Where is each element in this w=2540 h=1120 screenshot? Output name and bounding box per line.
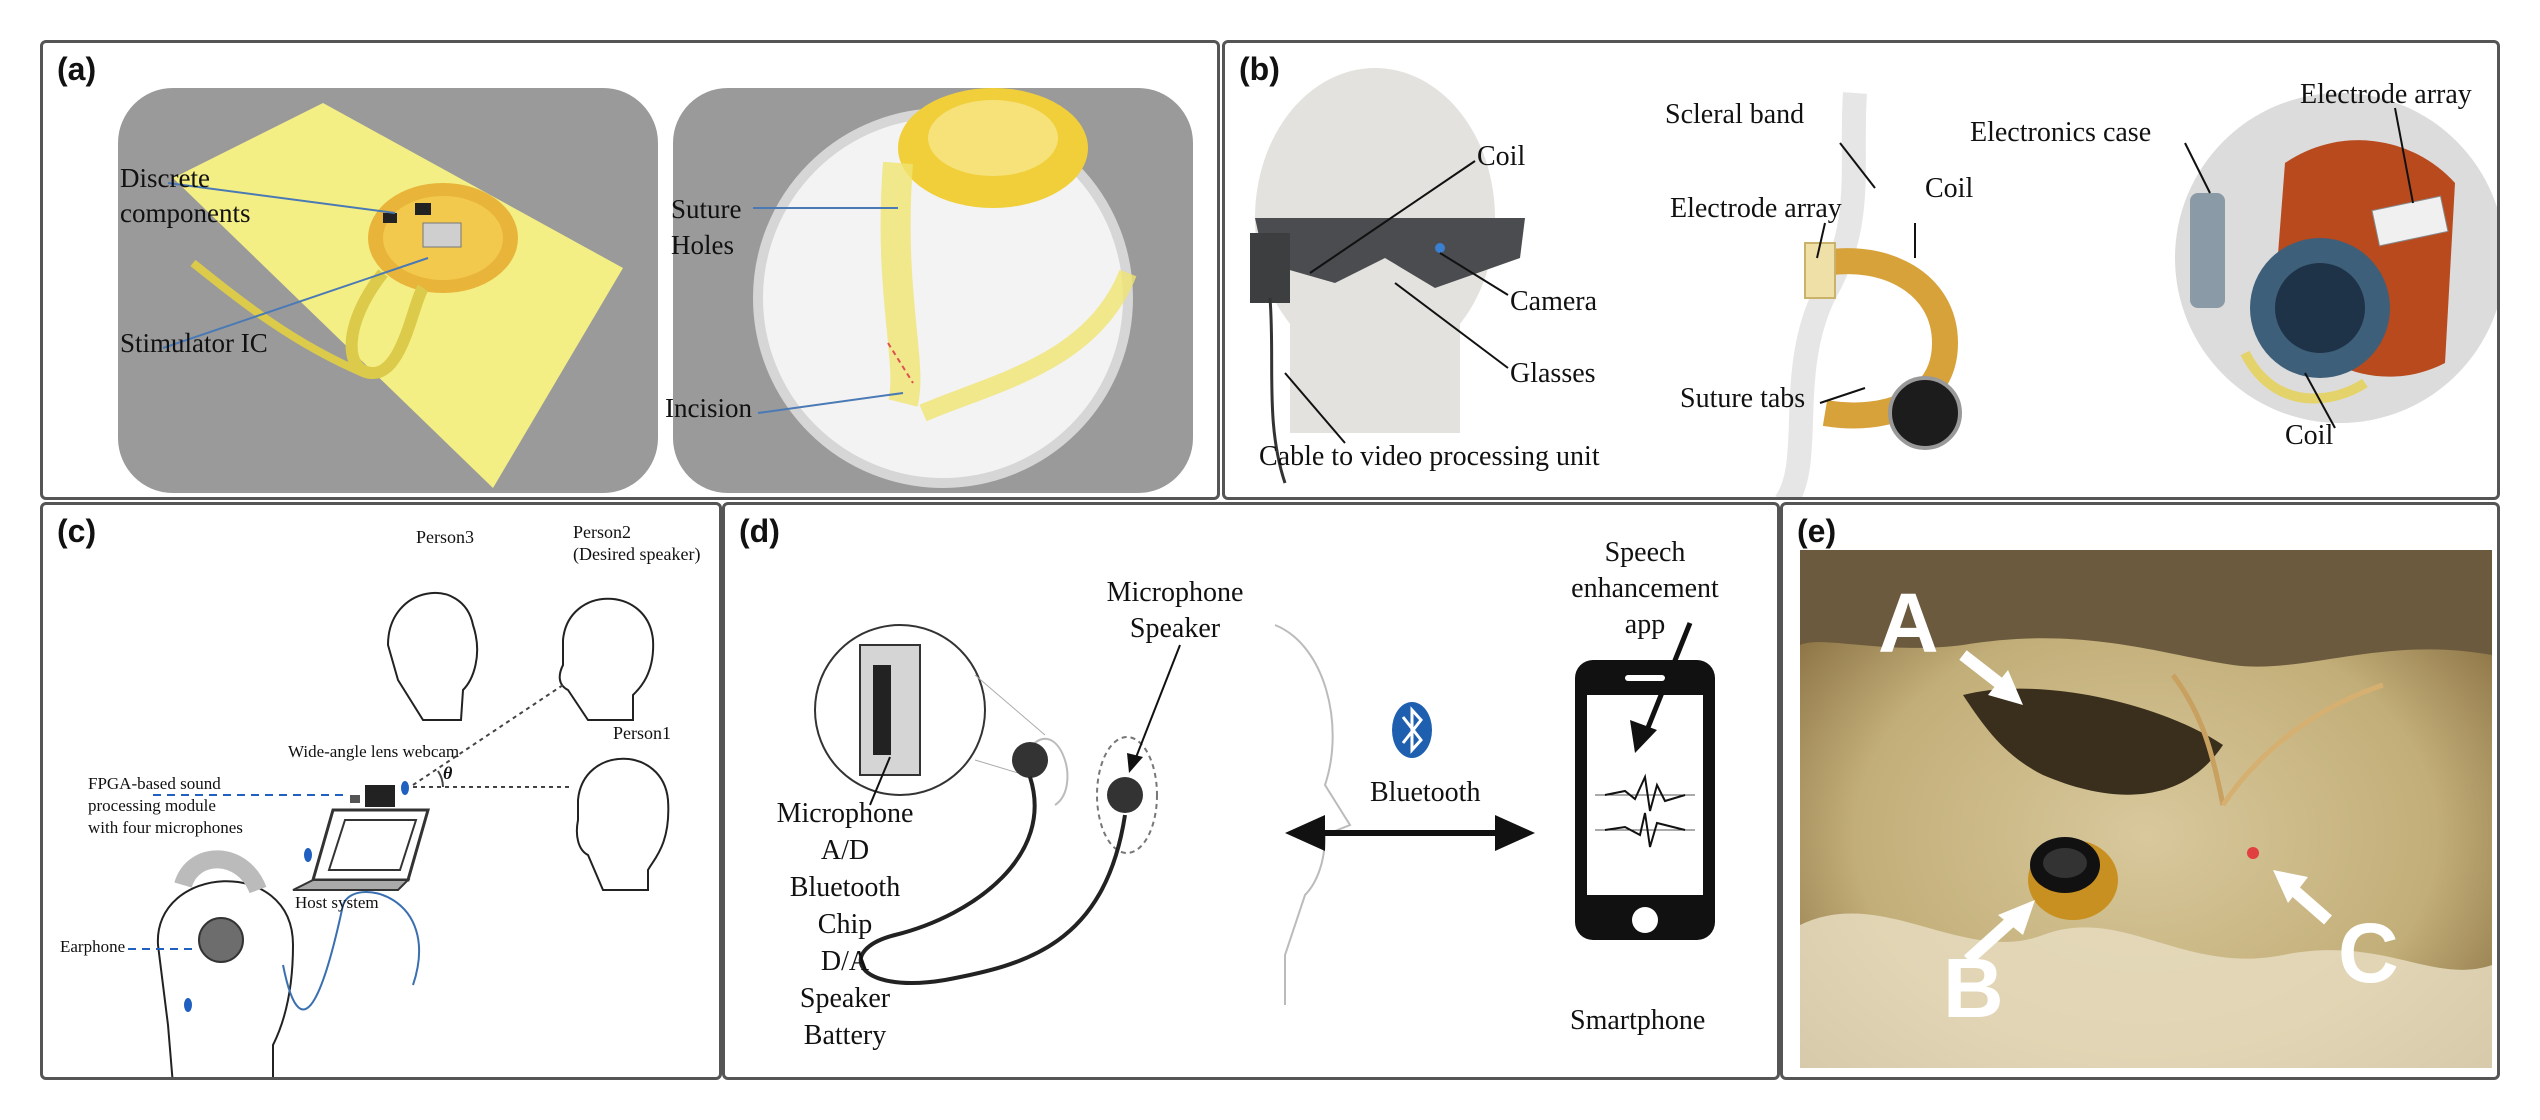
person1-head — [575, 757, 670, 891]
panel-c-label: (c) — [57, 513, 97, 549]
person2-head — [558, 597, 655, 721]
cable-label: Cable to video processing unit — [1259, 441, 1600, 472]
panel-a-illustration — [118, 88, 1193, 493]
mic-speaker-label: Microphone Speaker — [1106, 577, 1244, 644]
panel-c-illustration — [128, 591, 670, 1077]
glasses-label: Glasses — [1510, 358, 1596, 389]
smartphone-icon — [1575, 660, 1715, 940]
component-list: Microphone A/D Bluetooth Chip D/A Speake… — [776, 798, 914, 1051]
earphone-icon — [198, 917, 244, 963]
bluetooth-icon — [1392, 702, 1432, 758]
person3-head — [386, 591, 479, 721]
stimulator-ic-label: Stimulator IC — [120, 328, 268, 358]
glasses-icon — [1250, 218, 1525, 303]
incision-label: Incision — [665, 393, 752, 423]
electrode-array-right-label: Electrode array — [2300, 79, 2472, 110]
earphone-label: Earphone — [60, 937, 126, 956]
panel-e: (e) A B C — [1780, 502, 2500, 1080]
person2-label: Person2 (Desired speaker) — [573, 522, 701, 564]
marker-b: B — [1943, 941, 2004, 1035]
panel-e-label: (e) — [1797, 513, 1837, 549]
person1-label: Person1 — [613, 723, 671, 743]
earbud-right — [1107, 777, 1143, 813]
marker-c: C — [2338, 906, 2399, 1000]
suture-tabs-label: Suture tabs — [1680, 383, 1806, 414]
panel-d-label: (d) — [739, 513, 780, 549]
app-label: Speech enhancement app — [1571, 537, 1719, 640]
discrete-components-label: Discrete components — [120, 163, 251, 228]
laptop-icon — [292, 785, 430, 891]
panel-e-photo — [1800, 550, 2492, 1068]
smartphone-label: Smartphone — [1570, 1005, 1706, 1036]
host-system-label: Host system — [295, 893, 379, 912]
marker-a: A — [1878, 576, 1939, 670]
electronics-case-label: Electronics case — [1970, 117, 2152, 148]
webcam-label: Wide-angle lens webcam — [288, 742, 460, 761]
panel-b: (b) Coil Camer — [1222, 40, 2500, 500]
fpga-label: FPGA-based sound processing module with … — [88, 774, 243, 837]
implant-capsule — [2028, 837, 2118, 920]
suture-holes-label: Suture Holes — [671, 194, 742, 260]
coil-right-label: Coil — [2285, 420, 2334, 451]
theta-label: θ — [443, 763, 453, 783]
panel-b-illustration — [1250, 68, 2497, 497]
person3-label: Person3 — [416, 527, 474, 547]
camera-label: Camera — [1510, 286, 1598, 317]
scleral-band-label: Scleral band — [1665, 99, 1805, 130]
electrode-array-left-label: Electrode array — [1670, 193, 1842, 224]
panel-a-label: (a) — [57, 51, 97, 87]
bluetooth-label: Bluetooth — [1370, 777, 1481, 808]
earbud-left — [1012, 742, 1048, 778]
coil-mid-label: Coil — [1925, 173, 1974, 204]
panel-d: (d) — [722, 502, 1780, 1080]
panel-d-illustration — [814, 622, 1715, 1005]
panel-c: (c) Person3 Person2 (Desired sp — [40, 502, 722, 1080]
coil-glasses-label: Coil — [1477, 141, 1526, 172]
panel-b-label: (b) — [1239, 51, 1280, 87]
panel-a: (a) Discrete components Stimulato — [40, 40, 1220, 500]
